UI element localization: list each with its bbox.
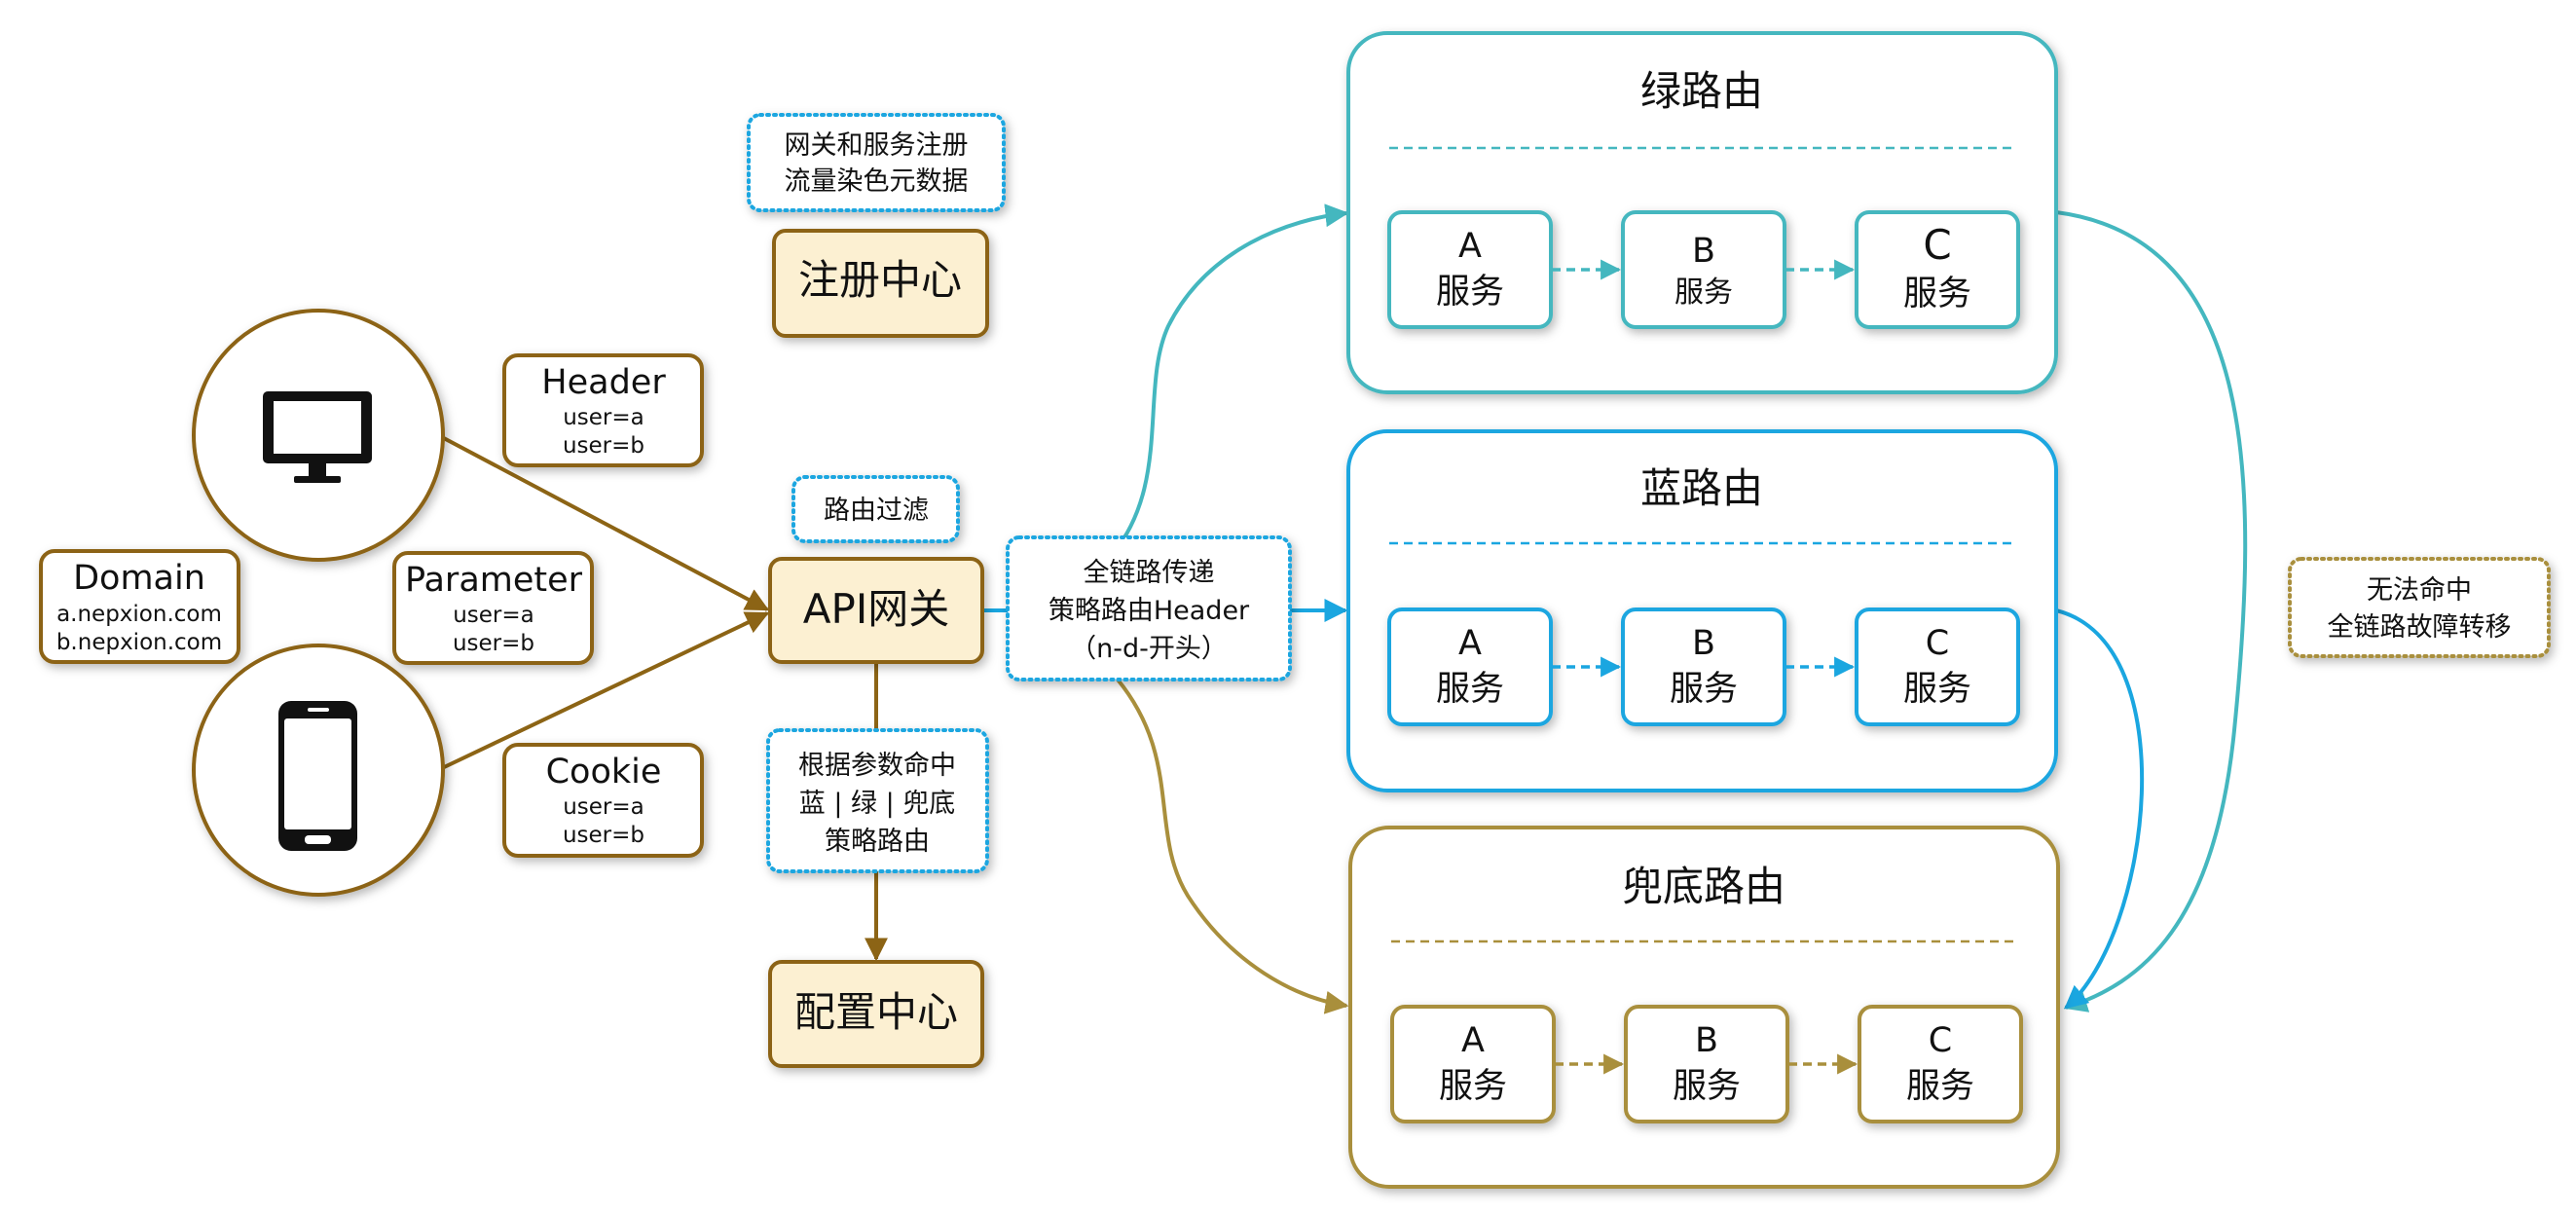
strategy-note-line-3: 策略路由 [825, 827, 930, 857]
fallback-service-c-label: 服务 [1906, 1067, 1974, 1106]
green-route-title: 绿路由 [1640, 67, 1763, 115]
strategy-note-line-1: 根据参数命中 [798, 751, 956, 781]
parameter-source-box: Parameter user=a user=b [392, 551, 594, 665]
api-gateway-node: API网关 [768, 557, 984, 664]
cookie-line-2: user=b [563, 823, 644, 848]
config-center-node: 配置中心 [768, 960, 984, 1068]
cookie-title: Cookie [546, 753, 662, 792]
fallback-route-title: 兜底路由 [1622, 863, 1785, 910]
fallback-service-c: C 服务 [1858, 1005, 2023, 1123]
api-gateway-label: API网关 [803, 585, 949, 633]
cookie-line-1: user=a [563, 794, 644, 820]
registry-center-label: 注册中心 [798, 256, 962, 304]
config-center-label: 配置中心 [794, 988, 958, 1036]
fallback-service-b-name: B [1695, 1021, 1718, 1060]
domain-title: Domain [73, 559, 205, 598]
registry-note-line-2: 流量染色元数据 [785, 166, 969, 197]
blue-service-a-name: A [1458, 624, 1482, 663]
header-title: Header [541, 363, 666, 402]
blue-service-c: C 服务 [1855, 608, 2020, 726]
blue-route-panel: 蓝路由 A 服务 B 服务 C 服务 [1346, 429, 2058, 792]
failover-note: 无法命中 全链路故障转移 [2288, 557, 2551, 658]
blue-failover-arrow [2055, 608, 2145, 1010]
blue-service-b-label: 服务 [1670, 670, 1738, 709]
registry-center-node: 注册中心 [772, 229, 989, 338]
gateway-to-fallback-route-arrow [1116, 678, 1349, 1014]
green-service-c: C 服务 [1855, 210, 2020, 329]
client-mobile [192, 644, 445, 897]
green-service-b-label: 服务 [1674, 276, 1733, 310]
green-route-panel: 绿路由 A 服务 B 服务 C 服务 [1346, 31, 2058, 394]
blue-service-c-name: C [1926, 624, 1949, 663]
header-pass-note-line-2: 策略路由Header [1049, 596, 1250, 626]
fallback-service-b: B 服务 [1624, 1005, 1789, 1123]
registry-note-line-1: 网关和服务注册 [785, 130, 969, 161]
fallback-service-a-label: 服务 [1439, 1067, 1507, 1106]
failover-note-line-2: 全链路故障转移 [2328, 612, 2512, 643]
registry-note: 网关和服务注册 流量染色元数据 [747, 113, 1006, 212]
blue-route-title: 蓝路由 [1640, 464, 1763, 512]
blue-service-a: A 服务 [1387, 608, 1553, 726]
fallback-service-a: A 服务 [1390, 1005, 1556, 1123]
cookie-source-box: Cookie user=a user=b [502, 743, 704, 858]
blue-service-c-label: 服务 [1903, 670, 1971, 709]
blue-service-b-name: B [1692, 624, 1715, 663]
parameter-line-1: user=a [453, 603, 534, 628]
fallback-service-a-name: A [1461, 1021, 1485, 1060]
strategy-note: 根据参数命中 蓝 | 绿 | 兜底 策略路由 [766, 728, 989, 873]
smartphone-icon [278, 701, 357, 851]
route-filter-note-line-1: 路由过滤 [824, 496, 929, 526]
green-service-a: A 服务 [1387, 210, 1553, 329]
header-pass-note: 全链路传递 策略路由Header （n-d-开头） [1006, 535, 1292, 681]
mobile-to-gateway-arrow [439, 611, 770, 771]
header-pass-note-line-1: 全链路传递 [1084, 558, 1215, 588]
green-service-b-name: B [1692, 232, 1715, 271]
header-pass-note-line-3: （n-d-开头） [1070, 634, 1228, 664]
route-filter-note: 路由过滤 [791, 475, 960, 543]
monitor-icon [263, 391, 372, 483]
domain-line-2: b.nepxion.com [56, 630, 222, 655]
fallback-route-panel: 兜底路由 A 服务 B 服务 C 服务 [1348, 826, 2060, 1189]
blue-service-a-label: 服务 [1436, 670, 1504, 709]
header-line-1: user=a [563, 405, 644, 430]
strategy-note-line-2: 蓝 | 绿 | 兜底 [799, 789, 956, 819]
green-service-c-label: 服务 [1903, 275, 1971, 313]
pc-to-gateway-arrow [439, 434, 770, 611]
green-service-c-name: C [1923, 221, 1951, 269]
green-service-a-label: 服务 [1436, 273, 1504, 312]
domain-source-box: Domain a.nepxion.com b.nepxion.com [39, 549, 240, 664]
fallback-service-c-name: C [1929, 1021, 1952, 1060]
parameter-title: Parameter [405, 561, 583, 600]
green-service-b: B 服务 [1621, 210, 1786, 329]
blue-service-b: B 服务 [1621, 608, 1786, 726]
failover-note-line-1: 无法命中 [2367, 575, 2472, 606]
client-pc [192, 309, 445, 562]
parameter-line-2: user=b [453, 631, 534, 656]
gateway-to-green-route-arrow [1106, 203, 1349, 562]
domain-line-1: a.nepxion.com [56, 602, 222, 627]
header-line-2: user=b [563, 433, 644, 459]
fallback-service-b-label: 服务 [1673, 1067, 1741, 1106]
header-source-box: Header user=a user=b [502, 353, 704, 467]
green-failover-arrow [2055, 210, 2248, 1012]
green-service-a-name: A [1458, 227, 1482, 266]
